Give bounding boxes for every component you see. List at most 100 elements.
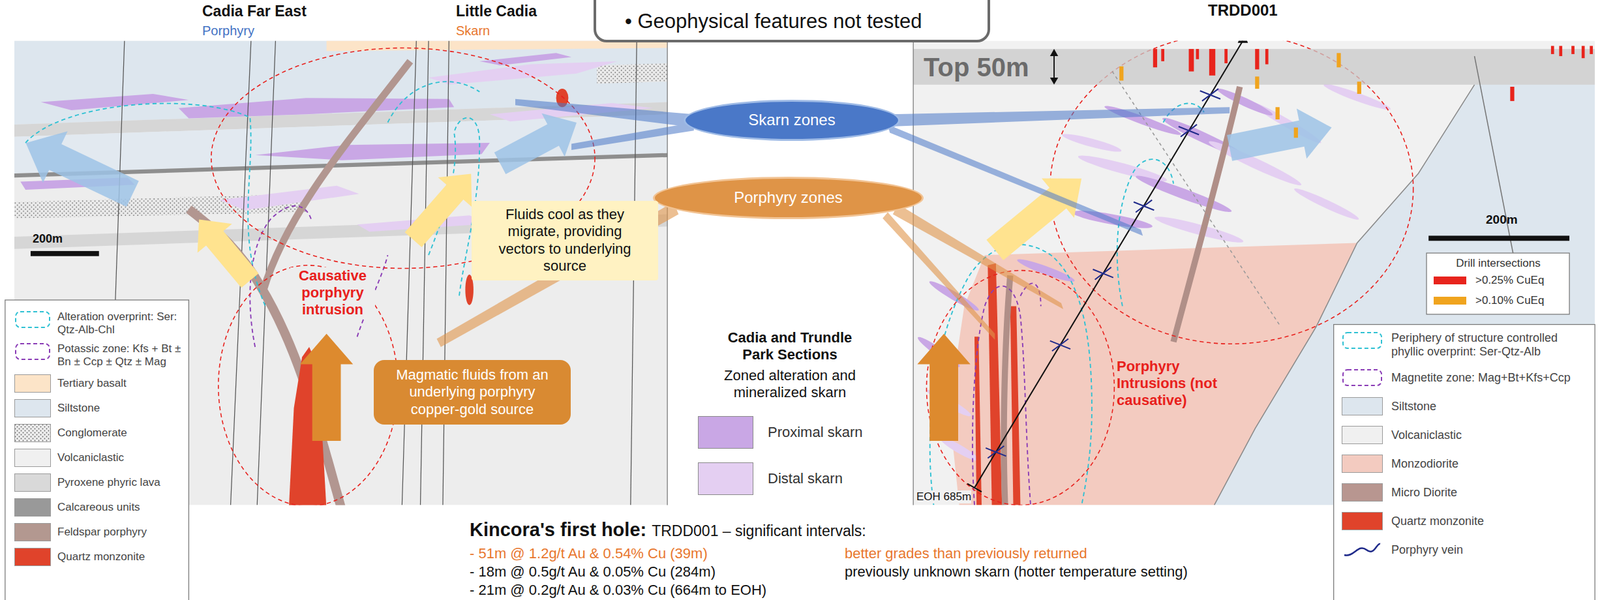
micro-diorite-dike: [1003, 86, 1240, 505]
legend-label: Periphery of structure controlled phylli…: [1391, 331, 1591, 359]
porphyry-zones-ellipse: Porphyry zones: [652, 176, 924, 220]
legend-label: Conglomerate: [57, 426, 186, 440]
label-text: TRDD001: [1207, 1, 1278, 20]
drill-intersection: [1119, 66, 1124, 81]
fluid-arrow: [488, 101, 589, 186]
legend-label: Tertiary basalt: [57, 377, 186, 391]
legend-sample: [14, 310, 51, 329]
callout-box: Magmatic fluids from an underlying porph…: [373, 360, 571, 425]
section-divider: [913, 41, 914, 506]
legend-label: Calcareous units: [57, 500, 186, 514]
drill-intersection: [1571, 45, 1575, 55]
legend-label: Potassic zone: Kfs + Bt ± Bn ± Ccp ± Qtz…: [57, 342, 186, 368]
skarn-lens: [428, 61, 618, 85]
legend-sample: [1341, 368, 1383, 387]
label-text: better grades than previously returned: [844, 545, 1088, 562]
skarn-lens: [927, 277, 982, 314]
legend-swatch: [1341, 425, 1383, 445]
cadia-section: [14, 41, 668, 125]
alteration-outline: [1117, 159, 1174, 306]
callout-box: Fluids cool as they migrate, providing v…: [471, 200, 659, 281]
fluid-arrow: [300, 333, 353, 441]
top-50m-band: [913, 48, 1595, 85]
drill-intersection: [1189, 48, 1195, 72]
legend-label: Feldspar porphyry: [57, 525, 186, 539]
label-text: Causative porphyry intrusion: [290, 267, 376, 319]
quartz-monzonite-dike: [1010, 305, 1021, 505]
drill-intersection: [1509, 86, 1514, 102]
cadia-section: [596, 63, 668, 84]
skarn-lens: [479, 52, 572, 66]
drill-intersection: [1265, 48, 1269, 64]
drill-intersection: [1161, 48, 1165, 62]
legend-sample: [1341, 540, 1383, 559]
fault-line: [442, 41, 449, 506]
drill-intersection: [1558, 45, 1563, 57]
node-text: • Geophysical features not tested: [624, 9, 975, 34]
skarn-lens: [41, 93, 190, 111]
label-text: Cadia Far East: [202, 2, 307, 20]
depth-arrow: [1053, 52, 1055, 81]
section-divider: [667, 41, 668, 506]
legend-label: Pyroxene phyric lava: [57, 476, 186, 490]
legend-swatch: [1341, 483, 1383, 502]
drill-intersection: [1153, 48, 1158, 68]
label-text: Little Cadia: [455, 2, 537, 20]
legend-label: Distal skarn: [767, 470, 843, 487]
dashed-outline-sample: [1343, 332, 1382, 349]
feldspar-porphyry-dike: [188, 61, 410, 506]
zone-beam: [887, 124, 1143, 237]
label-text: - 21m @ 0.2g/t Au & 0.03% Cu (664m to EO…: [469, 581, 767, 599]
fluid-arrow: [14, 117, 145, 220]
drill-intersection: [1224, 48, 1228, 64]
drill-intersection: [1294, 127, 1299, 139]
depth-arrow: [1050, 77, 1059, 85]
drill-intersection: [1254, 48, 1259, 70]
alteration-outline: [387, 81, 480, 123]
node-text: Porphyry zones: [733, 188, 843, 208]
label-text: Kincora's first hole:: [469, 519, 647, 541]
legend-label: Porphyry vein: [1391, 543, 1591, 558]
quartz-monzonite-dike: [974, 263, 1021, 506]
porphyry-vein: [1178, 124, 1199, 137]
drill-intersection: [1254, 76, 1259, 89]
legend-swatch: [697, 416, 754, 449]
node-text: Magmatic fluids from an underlying porph…: [395, 366, 549, 419]
fluid-arrow: [917, 333, 970, 441]
dashed-outline-sample: [15, 343, 50, 360]
legend-swatch: [1433, 296, 1467, 305]
legend-panel: [1333, 324, 1595, 600]
label-text: Drill intersections: [1428, 256, 1569, 271]
drill-intersection: [1153, 45, 1593, 101]
drill-intersection: [1336, 52, 1341, 68]
legend-swatch: [1341, 397, 1383, 416]
legend-label: Micro Diorite: [1391, 485, 1591, 500]
label-text: Top 50m: [923, 52, 1030, 83]
scale-bar: [30, 251, 100, 257]
drill-intersection: [1275, 106, 1280, 120]
fluid-arrow: [181, 204, 268, 295]
skarn-lens: [1292, 185, 1361, 224]
legend-label: Proximal skarn: [767, 423, 863, 441]
legend-label: Alteration overprint: Ser: Qtz-Alb-Chl: [57, 310, 186, 336]
micro-diorite-dike: [1173, 86, 1240, 342]
target-ellipse: [218, 265, 398, 506]
skarn-lens: [219, 185, 359, 211]
legend-panel: [5, 300, 190, 600]
legend-swatch: [14, 473, 51, 492]
legend-label: Siltstone: [57, 401, 186, 415]
legend-label: Volcaniclastic: [1391, 428, 1591, 443]
legend-swatch: [1341, 454, 1383, 473]
micro-diorite-dike: [1003, 275, 1011, 505]
skarn-zones-ellipse: Skarn zones: [683, 99, 901, 141]
vein-sample: [1344, 543, 1381, 556]
label-text: TRDD001 – significant intervals:: [651, 522, 867, 540]
zone-beam: [882, 211, 995, 340]
label-text: - 18m @ 0.5g/t Au & 0.05% Cu (284m): [469, 563, 716, 580]
legend-swatch: [697, 462, 754, 496]
fluid-arrow: [1224, 102, 1337, 173]
dashed-outline-sample: [15, 311, 50, 328]
drill-intersection: [1195, 48, 1199, 60]
scale-bar: [30, 235, 1570, 256]
porphyry-vein: [1200, 88, 1221, 102]
